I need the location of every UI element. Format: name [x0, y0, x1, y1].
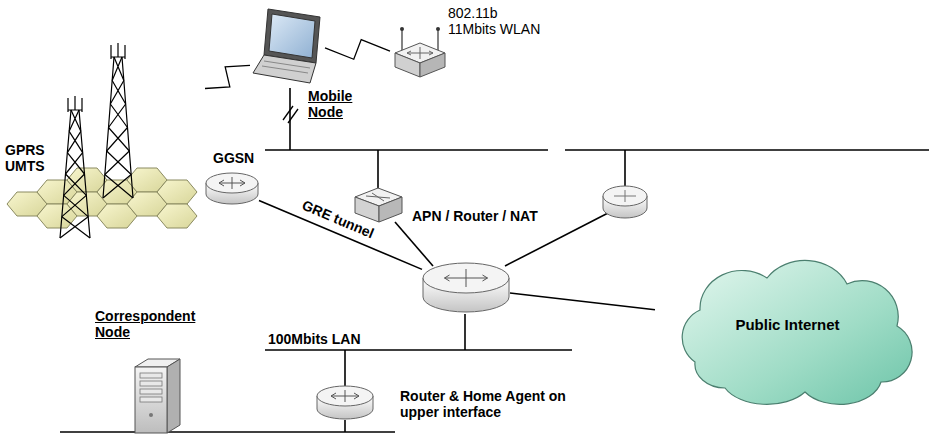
node-label: Public Internet [735, 317, 839, 333]
router-icon [603, 186, 647, 218]
switch-drop [377, 150, 379, 190]
apn-router-graphic [422, 262, 510, 314]
cell-network: GPRS UMTS [5, 40, 205, 240]
node-label: Mobile Node [308, 88, 368, 120]
node-label: 802.11b 11Mbits WLAN [448, 5, 546, 37]
link-label: GRE tunnel [297, 195, 379, 242]
apn-router: APN / Router / NAT [422, 262, 510, 314]
node-label: Router & Home Agent on upper interface [400, 388, 590, 420]
network-link [510, 293, 655, 310]
server-icon-graphic [125, 355, 185, 435]
label-holder: Public Internet [655, 250, 920, 400]
label-holder: Mobile Node [308, 88, 368, 120]
server-icon: Correspondent Node [125, 355, 185, 435]
break-mark [283, 106, 298, 123]
ggsn-router-graphic [205, 172, 259, 206]
switch-icon [355, 188, 402, 222]
ha-drop [344, 350, 346, 387]
router-drop [624, 150, 626, 190]
node-label: Correspondent Node [95, 308, 203, 340]
lan-bus [565, 149, 929, 151]
home-agent-router: Router & Home Agent on upper interface [316, 385, 374, 421]
internet-cloud: Public Internet [655, 250, 920, 400]
mobile-laptop-graphic [250, 5, 325, 87]
node-label: GGSN [213, 150, 254, 166]
node-label: GPRS UMTS [5, 142, 55, 174]
wireless-link [205, 65, 250, 88]
label-holder: GPRS UMTS [5, 142, 55, 174]
lan-lines [60, 88, 929, 432]
label-holder: Correspondent Node [95, 308, 203, 340]
cell-network-graphic [5, 40, 205, 240]
apn-drop [464, 314, 466, 350]
label-holder: Router & Home Agent on upper interface [400, 388, 590, 420]
switch-link [395, 222, 433, 266]
node-label: APN / Router / NAT [412, 208, 538, 224]
mobile-laptop: Mobile Node [250, 5, 325, 87]
wlan-access-point-graphic [390, 25, 450, 80]
wlan-access-point: 802.11b 11Mbits WLAN [390, 25, 450, 80]
ha-drop [344, 420, 346, 432]
label-holder: APN / Router / NAT [412, 208, 538, 224]
network-label: 100Mbits LAN [268, 331, 361, 347]
lan-bus [265, 349, 572, 351]
wireless-link [325, 40, 390, 60]
lan-bus [60, 431, 395, 433]
home-agent-router-graphic [316, 385, 374, 421]
label-holder: 802.11b 11Mbits WLAN [448, 5, 546, 37]
ggsn-router: GGSN [205, 172, 259, 206]
label-holder: GGSN [213, 150, 254, 166]
lan-bus [265, 149, 548, 151]
